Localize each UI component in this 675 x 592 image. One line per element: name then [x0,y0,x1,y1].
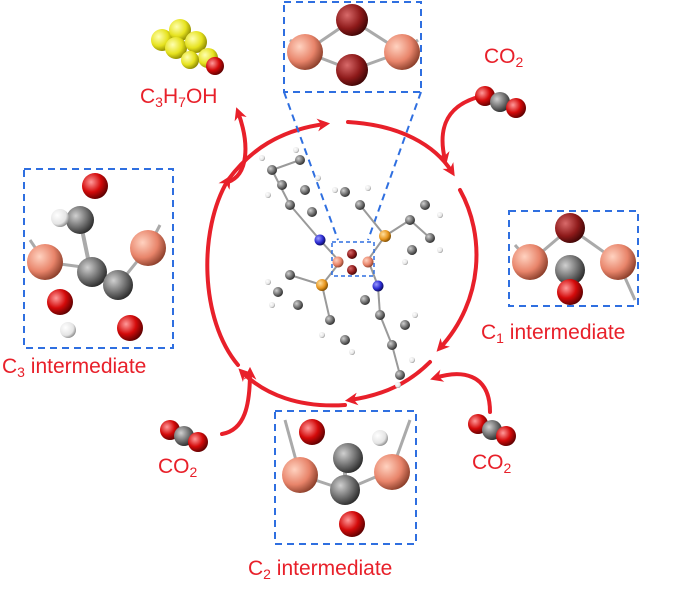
phosphorus-atom [316,279,328,291]
core-highlight-box [331,241,375,277]
c1-intermediate-molecule [512,213,637,305]
co2-input-arrow-left [220,366,257,436]
cycle-arc-top-right [346,120,455,177]
co2-molecule-top [475,86,526,118]
cu4br2-core-molecule [287,4,420,86]
co2-label-right: CO2 [472,451,512,476]
cu4-catalyst-cluster [259,147,443,388]
c2-intermediate-box [274,410,417,545]
co2-input-arrow-right [430,369,492,414]
ligand-arm-lower-left [265,270,355,355]
product-release-arrow [226,107,248,184]
cu4br2-core-zoom-box [283,1,422,93]
cycle-arc-top-left [226,118,331,182]
c2-intermediate-molecule [282,419,412,537]
nitrogen-atom [314,234,326,246]
c1-intermediate-box [508,210,639,307]
c2-intermediate-label: C2 intermediate [248,557,393,582]
co2-input-arrow-top [437,96,477,165]
nitrogen-atom [372,280,384,292]
cycle-arc-bottom [344,360,432,406]
cycle-arc-right [436,188,479,352]
zoom-projection-lines [283,91,422,241]
cycle-arc-bottom-left [238,368,347,408]
ligand-arm-lower-right [360,285,418,388]
co2-label-top: CO2 [484,45,524,70]
co2-label-left: CO2 [158,455,198,480]
propanol-product-molecule [151,19,224,75]
ligand-arm-upper-right [332,185,443,265]
propanol-label: C3H7OH [140,85,218,110]
cycle-arc-left [205,175,240,367]
ligand-arm-upper-left [259,147,321,241]
branch-arrows [220,96,492,436]
c3-intermediate-molecule [27,173,166,341]
phosphorus-atom [379,230,391,242]
c3-intermediate-label: C3 intermediate [2,355,147,380]
co2-molecule-left [160,420,208,452]
c1-intermediate-label: C1 intermediate [481,321,626,346]
c3-intermediate-box [23,168,174,349]
co2-molecule-right [468,414,516,446]
